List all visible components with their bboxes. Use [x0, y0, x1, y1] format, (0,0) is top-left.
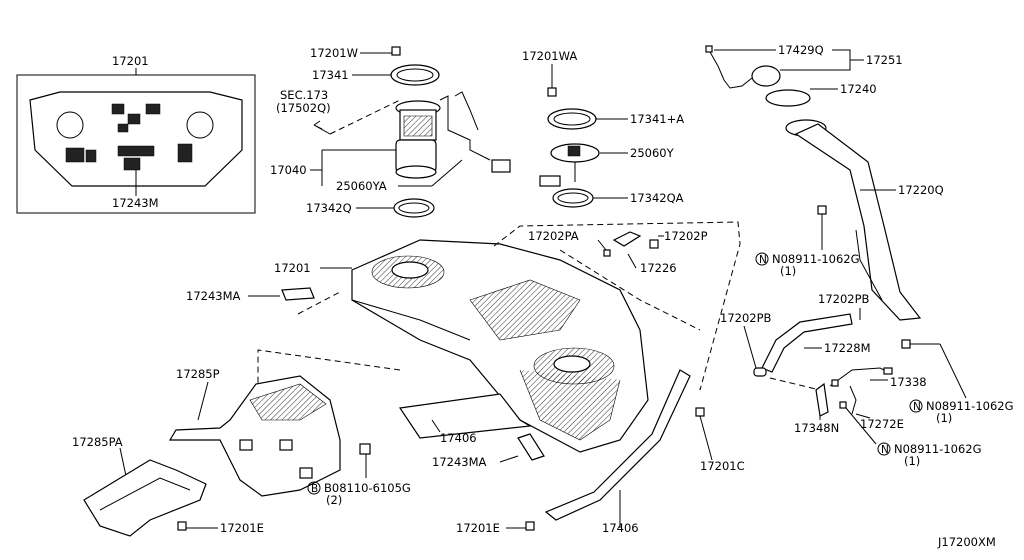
callout-17201: 17201 [274, 261, 311, 275]
strap-group: 17406 17243MA 17201C 17406 17201E [398, 369, 745, 535]
callout-17243M: 17243M [112, 196, 159, 210]
insulator-17243M [29, 91, 243, 187]
callout-08911-b-qty: (1) [936, 411, 952, 425]
callout-17342QA: 17342QA [630, 191, 684, 205]
callout-17201E-2: 17201E [456, 521, 500, 535]
strap-17406-1 [398, 393, 532, 439]
callout-08911-c-qty: (1) [904, 454, 920, 468]
fuel-pump-group: 17201W 17341 SEC.173 (17502Q) 17040 2506… [270, 46, 511, 218]
cap-17251 [751, 65, 781, 87]
bracket-group: 17338 N N08911-1062G (1) 17272E 17348N N… [794, 339, 1014, 468]
inset-frame [16, 74, 256, 214]
pad-17243MA-2 [517, 433, 545, 461]
callout-08911-a: N08911-1062G [772, 252, 860, 266]
diagram-code: J17200XM [937, 535, 996, 549]
callout-sec173-b: (17502Q) [276, 101, 331, 115]
callout-17429Q: 17429Q [778, 43, 824, 57]
callout-17348N: 17348N [794, 421, 839, 435]
callout-25060Y: 25060Y [630, 146, 675, 160]
svg-text:N: N [881, 444, 889, 456]
callout-17342Q: 17342Q [306, 201, 352, 215]
callout-08911-b: N08911-1062G [926, 399, 1014, 413]
callout-17202PA: 17202PA [528, 229, 579, 243]
svg-text:N: N [759, 254, 767, 266]
svg-text:B: B [311, 483, 318, 495]
callout-17272E: 17272E [860, 417, 904, 431]
callout-sec173-a: SEC.173 [280, 88, 328, 102]
callout-17202P: 17202P [664, 229, 708, 243]
shield-17285P [168, 375, 341, 497]
bracket-17348N [815, 382, 829, 417]
ring-17342Q [393, 198, 435, 218]
callout-08911-a-qty: (1) [780, 264, 796, 278]
callout-17201W: 17201W [310, 46, 358, 60]
strap-17406-2 [544, 369, 691, 521]
callout-17243MA-2: 17243MA [432, 455, 487, 469]
pad-17243MA-1 [281, 287, 315, 301]
callout-17220Q: 17220Q [898, 183, 944, 197]
callout-17251: 17251 [866, 53, 903, 67]
callout-08911-c: N08911-1062G [894, 442, 982, 456]
filler-group: 17429Q 17251 17240 17220Q N N08911-1062G… [705, 43, 944, 321]
callout-17201E-1: 17201E [220, 521, 264, 535]
callout-17338: 17338 [890, 375, 927, 389]
svg-text:N: N [913, 401, 921, 413]
hose-17228M [761, 313, 853, 373]
sender-unit-group: 17201WA 17341+A 25060Y 17342QA [522, 49, 684, 208]
callout-17285P: 17285P [176, 367, 220, 381]
callout-17226: 17226 [640, 261, 677, 275]
callout-17341: 17341 [312, 68, 349, 82]
callout-08110-2: (2) [326, 493, 342, 507]
fuel-tank-17201: 17201 [257, 221, 741, 453]
callout-17285PA: 17285PA [72, 435, 123, 449]
callout-17202PB-2: 17202PB [720, 311, 772, 325]
callout-17040: 17040 [270, 163, 307, 177]
ring-17342QA [552, 188, 594, 208]
heat-shield-group: 17285P 17285PA B B08110-6105G (2) 17201E [72, 367, 411, 537]
gasket-17341A [547, 108, 597, 130]
callout-17243MA-1: 17243MA [186, 289, 241, 303]
callout-17406-1: 17406 [440, 431, 477, 445]
hose-group: 17202PA 17202P 17226 17243MA 17202PB 172… [186, 229, 871, 391]
callout-25060YA: 25060YA [336, 179, 387, 193]
inset-box-17201: 17201 17243M [16, 54, 256, 214]
callout-08110-1: B08110-6105G [324, 481, 411, 495]
callout-17406-2: 17406 [602, 521, 639, 535]
ring-17240 [765, 89, 811, 107]
callout-17201C: 17201C [700, 459, 745, 473]
callout-17341A: 17341+A [630, 112, 684, 126]
callout-17201WA: 17201WA [522, 49, 577, 63]
filler-tube-17220Q [794, 123, 922, 321]
shield-17285PA [83, 459, 207, 537]
gasket-17341 [390, 64, 440, 86]
callout-17202PB-1: 17202PB [818, 292, 870, 306]
callout-17201-box: 17201 [112, 54, 149, 68]
callout-17240: 17240 [840, 82, 877, 96]
callout-17228M: 17228M [824, 341, 871, 355]
